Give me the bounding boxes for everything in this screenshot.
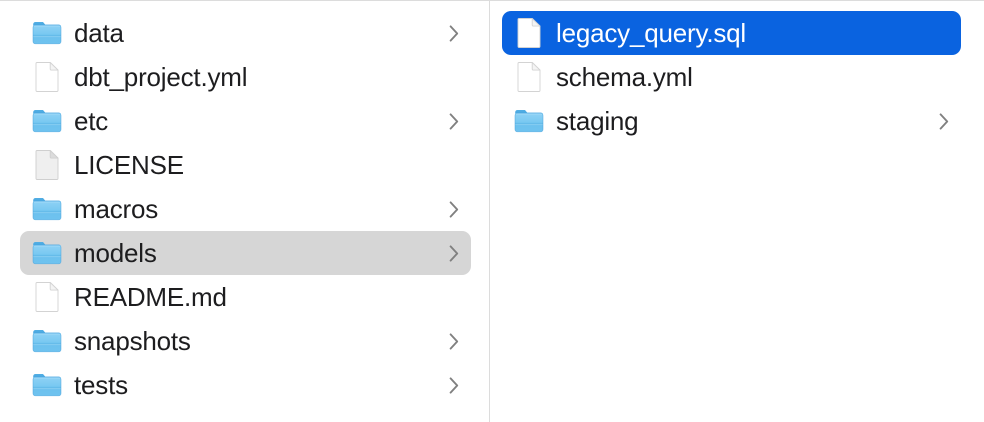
file-row[interactable]: staging [502, 99, 961, 143]
file-row-label: staging [556, 106, 639, 136]
file-row[interactable]: etc [20, 99, 471, 143]
chevron-right-icon-svg [449, 332, 459, 350]
document-icon-svg [35, 150, 59, 180]
document-icon-svg [35, 282, 59, 312]
chevron-right-icon [447, 375, 461, 395]
document-icon [32, 62, 62, 92]
generic-file-icon [32, 150, 62, 180]
folder-icon [32, 238, 62, 268]
folder-icon-svg [32, 22, 62, 45]
file-row-label: dbt_project.yml [74, 62, 248, 92]
folder-icon [32, 18, 62, 48]
chevron-right-icon [937, 111, 951, 131]
chevron-right-icon-svg [939, 112, 949, 130]
document-icon [514, 18, 544, 48]
chevron-right-icon-svg [449, 200, 459, 218]
file-row[interactable]: schema.yml [502, 55, 961, 99]
chevron-right-icon [447, 331, 461, 351]
chevron-right-icon [447, 199, 461, 219]
file-row[interactable]: dbt_project.yml [20, 55, 471, 99]
folder-icon-svg [514, 110, 544, 133]
chevron-right-icon [447, 23, 461, 43]
document-icon-svg [517, 18, 541, 48]
file-row-label: macros [74, 194, 159, 224]
folder-icon-svg [32, 242, 62, 265]
folder-icon [32, 370, 62, 400]
file-row-label: snapshots [74, 326, 191, 356]
folder-icon-svg [32, 374, 62, 397]
folder-icon-svg [32, 110, 62, 133]
file-row-label: tests [74, 370, 128, 400]
chevron-right-icon-svg [449, 376, 459, 394]
folder-icon-svg [32, 330, 62, 353]
chevron-right-icon [447, 111, 461, 131]
file-row[interactable]: README.md [20, 275, 471, 319]
document-icon [32, 282, 62, 312]
folder-icon [32, 106, 62, 136]
document-icon-svg [35, 62, 59, 92]
file-row[interactable]: models [20, 231, 471, 275]
file-row-label: data [74, 18, 124, 48]
chevron-right-icon-svg [449, 244, 459, 262]
folder-icon [32, 326, 62, 356]
file-row[interactable]: snapshots [20, 319, 471, 363]
file-row[interactable]: data [20, 11, 471, 55]
file-row[interactable]: tests [20, 363, 471, 407]
chevron-right-icon-svg [449, 112, 459, 130]
document-icon [514, 62, 544, 92]
folder-icon [514, 106, 544, 136]
document-icon-svg [517, 62, 541, 92]
file-row-label: etc [74, 106, 109, 136]
column-child[interactable]: legacy_query.sql schema.yml staging [490, 1, 983, 422]
file-row-label: LICENSE [74, 150, 184, 180]
folder-icon [32, 194, 62, 224]
file-row[interactable]: legacy_query.sql [502, 11, 961, 55]
file-row-label: README.md [74, 282, 227, 312]
file-row[interactable]: macros [20, 187, 471, 231]
chevron-right-icon [447, 243, 461, 263]
file-row-label: schema.yml [556, 62, 693, 92]
file-row[interactable]: LICENSE [20, 143, 471, 187]
chevron-right-icon-svg [449, 24, 459, 42]
file-row-label: legacy_query.sql [556, 18, 746, 48]
folder-icon-svg [32, 198, 62, 221]
file-row-label: models [74, 238, 157, 268]
